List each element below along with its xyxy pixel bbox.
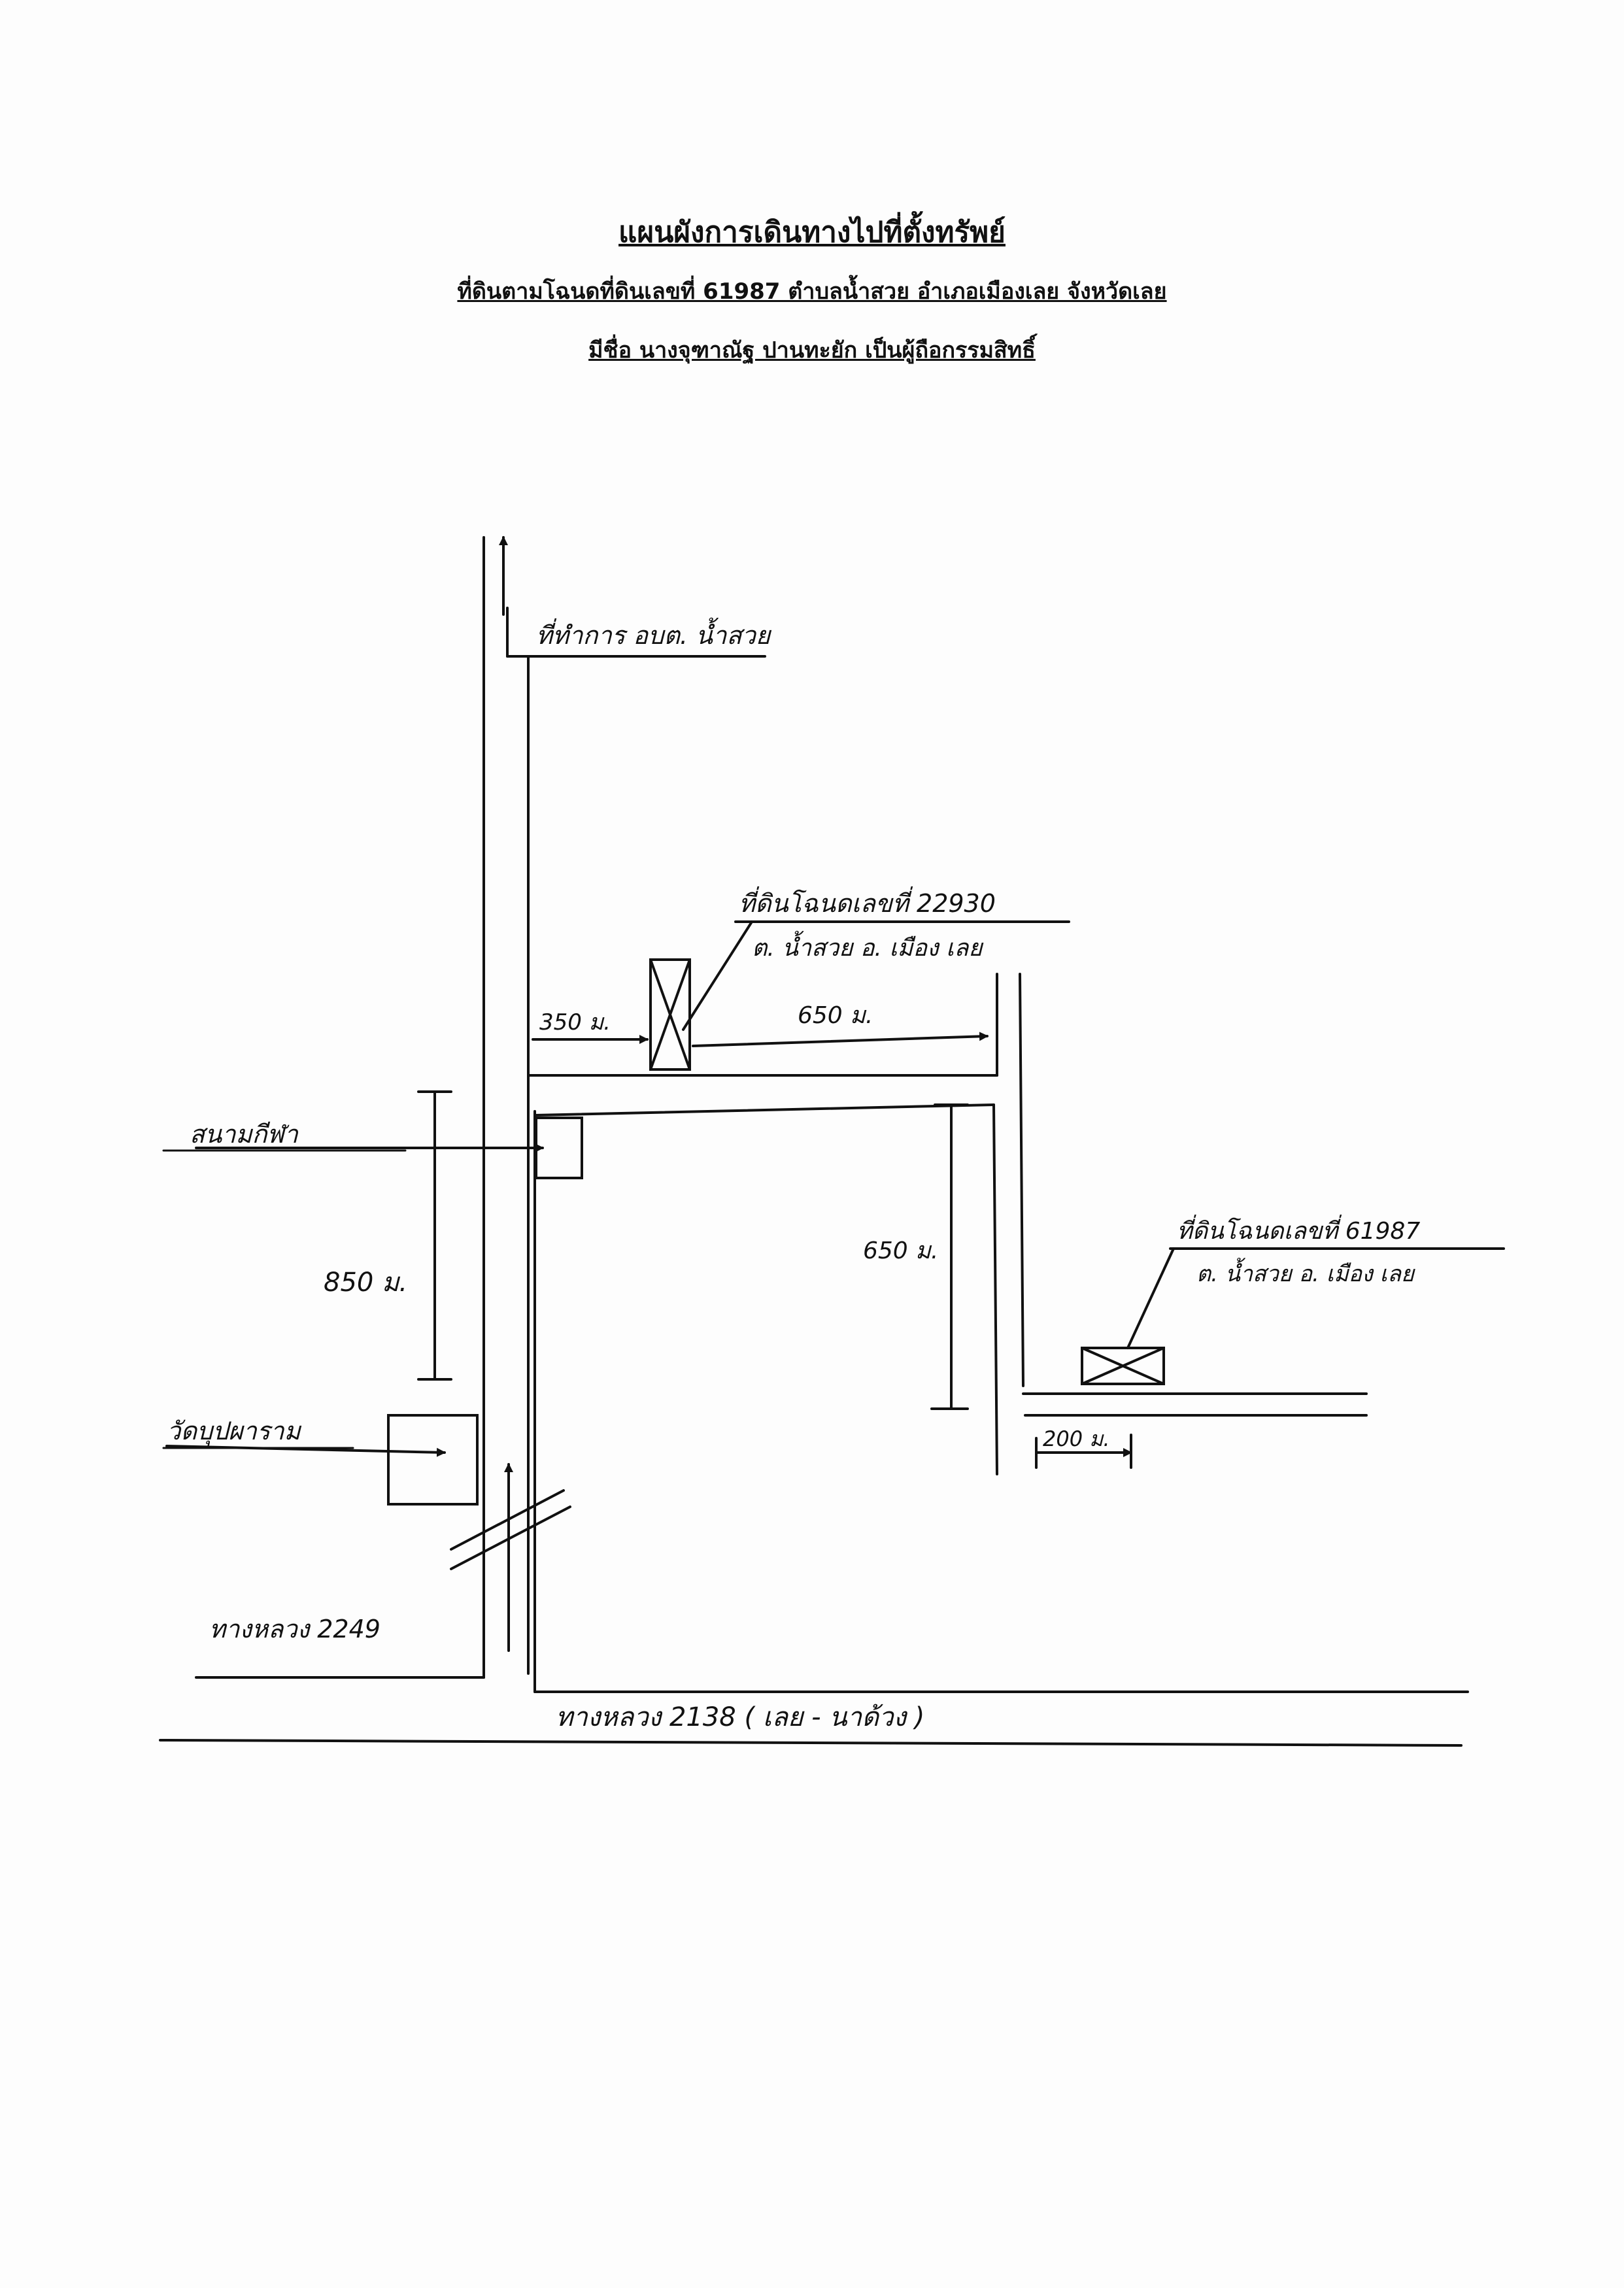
- deed-22930-plot: [649, 958, 691, 1071]
- page-title: แผนผังการเดินทางไปที่ตั้งทรัพย์: [618, 216, 1006, 249]
- label-highway-2138: ทางหลวง 2138 ( เลย - นาด้วง ): [556, 1702, 924, 1732]
- road-east-branch-right: [1019, 973, 1024, 1387]
- deed-22930-pointer: [682, 920, 753, 1031]
- label-sports-field: สนามกีฬา: [190, 1120, 299, 1149]
- label-temple: วัดบุปผาราม: [167, 1417, 302, 1446]
- label-distance-650-side: 650 ม.: [863, 1237, 938, 1264]
- label-deed-61987-line1: ที่ดินโฉนดเลขที่ 61987: [1177, 1214, 1420, 1245]
- highway-2249-break-2: [450, 1506, 571, 1570]
- road-east-branch-left: [992, 1103, 998, 1475]
- temple-marker: [387, 1414, 479, 1506]
- page-subtitle-owner: มีชื่อ นางจุฑาณัฐ ปานทะยัก เป็นผู้ถือกรร…: [588, 337, 1036, 363]
- label-highway-2249: ทางหลวง 2249: [209, 1615, 381, 1643]
- label-deed-61987-line2: ต. น้ำสวย อ. เมือง เลย: [1196, 1257, 1415, 1287]
- highway-2138-bottom-edge: [159, 1739, 1463, 1747]
- label-distance-650-top: 650 ม.: [798, 1002, 873, 1029]
- highway-2249-break-1: [450, 1489, 565, 1551]
- label-village-office: ที่ทำการ อบต. น้ำสวย: [536, 617, 772, 650]
- label-deed-22930-line1: ที่ดินโฉนดเลขที่ 22930: [739, 886, 996, 918]
- label-distance-350: 350 ม.: [539, 1009, 611, 1035]
- deed-61987-pointer: [1126, 1247, 1175, 1349]
- deed-61987-plot: [1081, 1347, 1165, 1385]
- page-subtitle-deed: ที่ดินตามโฉนดที่ดินเลขที่ 61987 ตำบลน้ำส…: [457, 278, 1167, 305]
- dimension-650-top-line: [692, 1032, 989, 1047]
- label-distance-850: 850 ม.: [324, 1268, 407, 1298]
- label-distance-200: 200 ม.: [1043, 1426, 1110, 1451]
- road-east-bottom-edge: [533, 1103, 995, 1117]
- label-deed-22930-line2: ต. น้ำสวย อ. เมือง เลย: [752, 930, 984, 962]
